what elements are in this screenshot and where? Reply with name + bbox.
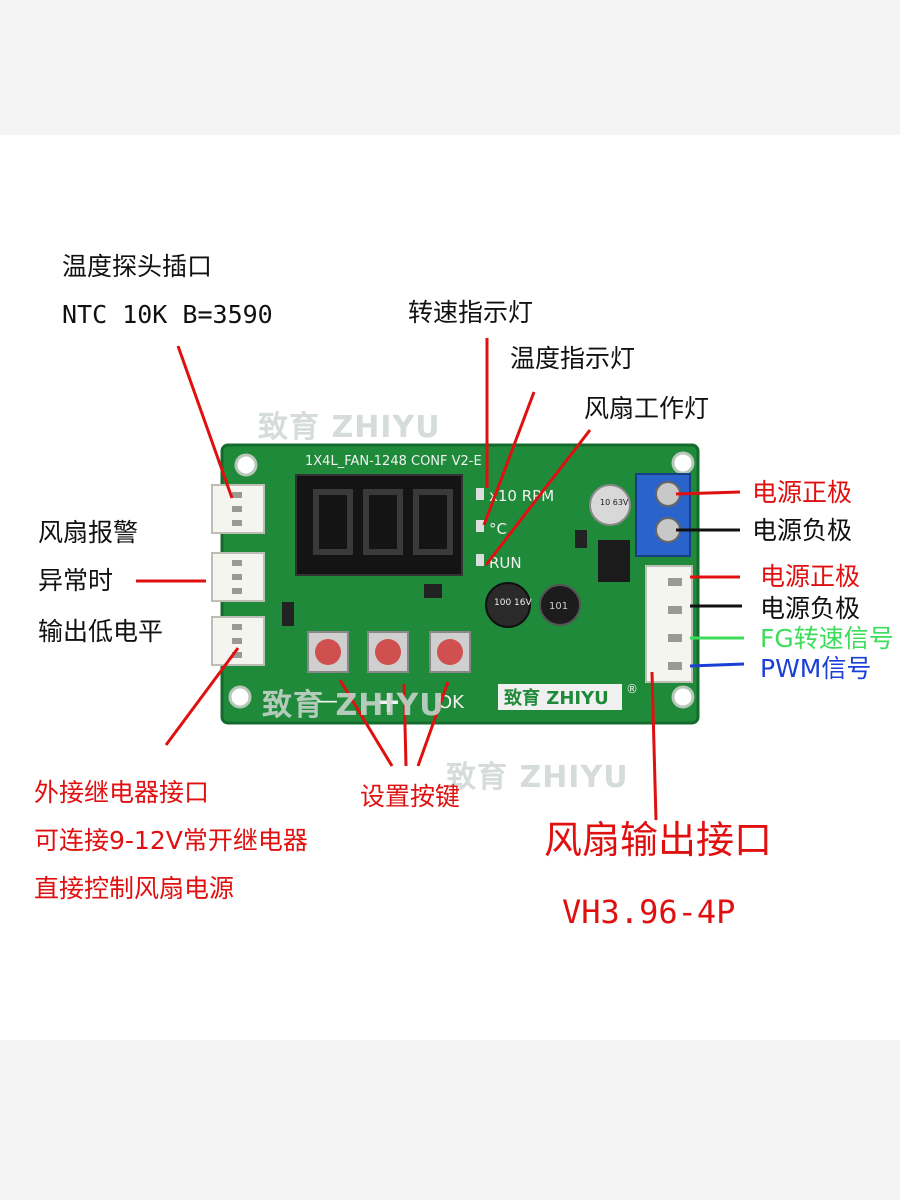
fan-output-title: 风扇输出接口 (544, 818, 773, 862)
mount-hole (234, 453, 258, 477)
button-minus-graphic (307, 631, 349, 673)
inductor-101 (539, 584, 581, 626)
capacitor-100uf (485, 582, 531, 628)
buttons-label: 设置按键 (360, 782, 461, 811)
svg-text:101: 101 (549, 601, 568, 612)
watermark: 致育 ZHIYU (446, 760, 629, 795)
fan-power-positive-label: 电源正极 (760, 562, 861, 591)
fan-output-spec: VH3.96-4P (562, 893, 736, 931)
relay-label-line1: 外接继电器接口 (34, 778, 210, 807)
svg-text:10 63V: 10 63V (600, 498, 629, 507)
pwm-signal-label: PWM信号 (760, 654, 872, 683)
temp-led (476, 520, 484, 532)
button-plus-graphic (367, 631, 409, 673)
rpm-led (476, 488, 484, 500)
alarm-label-line2: 异常时 (38, 566, 114, 595)
brand-text: 致育 ZHIYU (504, 687, 609, 709)
fan-run-led-label: 风扇工作灯 (584, 394, 710, 423)
led-label-run: RUN (489, 554, 522, 572)
svg-text:100 16V: 100 16V (494, 598, 532, 608)
mount-hole (671, 685, 695, 709)
rpm-led-label: 转速指示灯 (408, 298, 534, 327)
fan-power-negative-label: 电源负极 (760, 594, 861, 623)
alarm-label-line1: 风扇报警 (38, 518, 139, 547)
registered-mark: ® (626, 682, 638, 696)
temp-probe-spec: NTC 10K B=3590 (62, 300, 273, 329)
annotation-lines (136, 338, 741, 821)
button-plus-label: + (376, 685, 401, 720)
led-label-rpm: x10 RPM (489, 487, 554, 505)
button-minus-label: — (316, 689, 338, 714)
mount-hole (671, 451, 695, 475)
watermark: 致育 ZHIYU (258, 410, 441, 445)
temp-probe-title: 温度探头插口 (62, 252, 213, 281)
led-label-celsius: °C (489, 520, 507, 538)
capacitor-10uf (589, 484, 631, 526)
button-ok-label: OK (438, 692, 465, 713)
relay-label-line3: 直接控制风扇电源 (34, 874, 235, 903)
power-negative-label: 电源负极 (752, 516, 853, 545)
power-positive-label: 电源正极 (752, 478, 853, 507)
temp-led-label: 温度指示灯 (510, 344, 636, 373)
relay-label-line2: 可连接9-12V常开继电器 (34, 826, 308, 855)
watermark: 致育 ZHIYU (262, 688, 445, 723)
display-digits (313, 489, 453, 555)
run-led (476, 554, 484, 566)
power-terminal-block (635, 473, 691, 557)
button-ok-graphic (429, 631, 471, 673)
alarm-label-line3: 输出低电平 (38, 617, 164, 646)
brand-plate (498, 684, 622, 710)
fg-signal-label: FG转速信号 (760, 624, 894, 653)
board-model-text: 1X4L_FAN-1248 CONF V2-E (305, 454, 482, 469)
mount-hole (228, 685, 252, 709)
